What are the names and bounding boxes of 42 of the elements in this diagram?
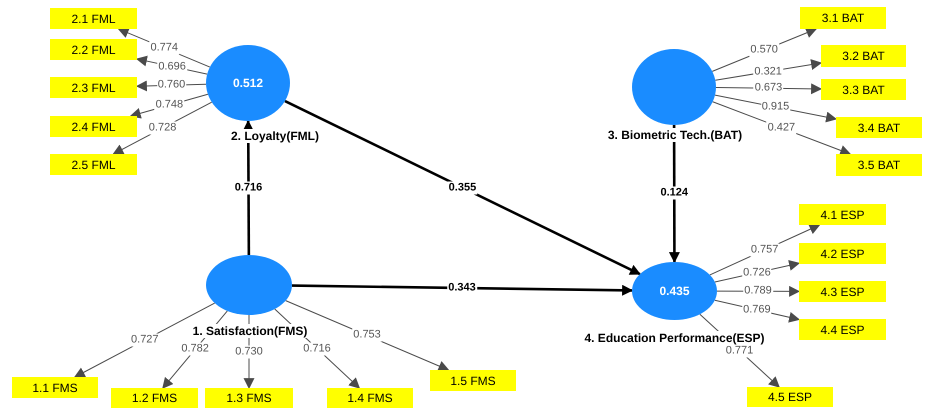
indicator-box: 4.5 ESP bbox=[747, 387, 833, 407]
indicator-box: 1.4 FMS bbox=[327, 388, 413, 408]
edge-label: 0.771 bbox=[724, 344, 754, 358]
indicator-box: 4.3 ESP bbox=[799, 281, 886, 302]
construct-circle: 0.512 bbox=[206, 45, 290, 121]
edge-label: 0.748 bbox=[154, 98, 184, 112]
indicator-box: 2.2 FML bbox=[50, 39, 137, 60]
edge-label: 0.355 bbox=[448, 181, 478, 194]
indicator-box: 1.2 FMS bbox=[111, 388, 198, 408]
edge-label: 0.696 bbox=[157, 60, 187, 74]
edge-label: 0.124 bbox=[659, 186, 690, 200]
indicator-box: 2.5 FML bbox=[50, 154, 137, 175]
indicator-box: 2.3 FML bbox=[50, 77, 137, 98]
indicator-box: 2.4 FML bbox=[50, 116, 137, 137]
indicator-box: 4.4 ESP bbox=[799, 319, 886, 340]
indicator-box: 1.5 FMS bbox=[430, 370, 516, 391]
edge-label: 0.757 bbox=[750, 243, 780, 256]
edge-label: 0.727 bbox=[130, 334, 160, 347]
edge-label: 0.769 bbox=[742, 303, 772, 316]
edge-label: 0.716 bbox=[234, 181, 264, 194]
edge-label: 0.570 bbox=[749, 44, 779, 57]
edge-label: 0.730 bbox=[234, 345, 264, 358]
indicator-box: 1.3 FMS bbox=[205, 388, 293, 408]
edge-label: 0.726 bbox=[742, 266, 772, 280]
indicator-box: 3.1 BAT bbox=[800, 7, 886, 29]
indicator-box: 4.1 ESP bbox=[799, 204, 886, 225]
indicator-box: 4.2 ESP bbox=[799, 243, 886, 264]
edge-label: 0.753 bbox=[352, 328, 382, 342]
arrow bbox=[292, 284, 634, 296]
indicator-box: 2.1 FML bbox=[50, 8, 137, 29]
indicator-box: 3.4 BAT bbox=[836, 117, 922, 138]
edge-label: 0.427 bbox=[766, 121, 796, 134]
arrow bbox=[284, 100, 641, 276]
edge-label: 0.716 bbox=[302, 342, 332, 356]
indicator-box: 3.3 BAT bbox=[821, 79, 906, 100]
indicator-box: 3.2 BAT bbox=[821, 45, 906, 67]
indicator-box: 1.1 FMS bbox=[12, 377, 98, 398]
edge-label: 0.774 bbox=[149, 42, 180, 55]
indicator-box: 3.5 BAT bbox=[836, 154, 922, 176]
edge-label: 0.728 bbox=[148, 122, 178, 135]
construct-circle: 0.435 bbox=[632, 262, 717, 320]
edge-label: 0.782 bbox=[180, 342, 210, 356]
